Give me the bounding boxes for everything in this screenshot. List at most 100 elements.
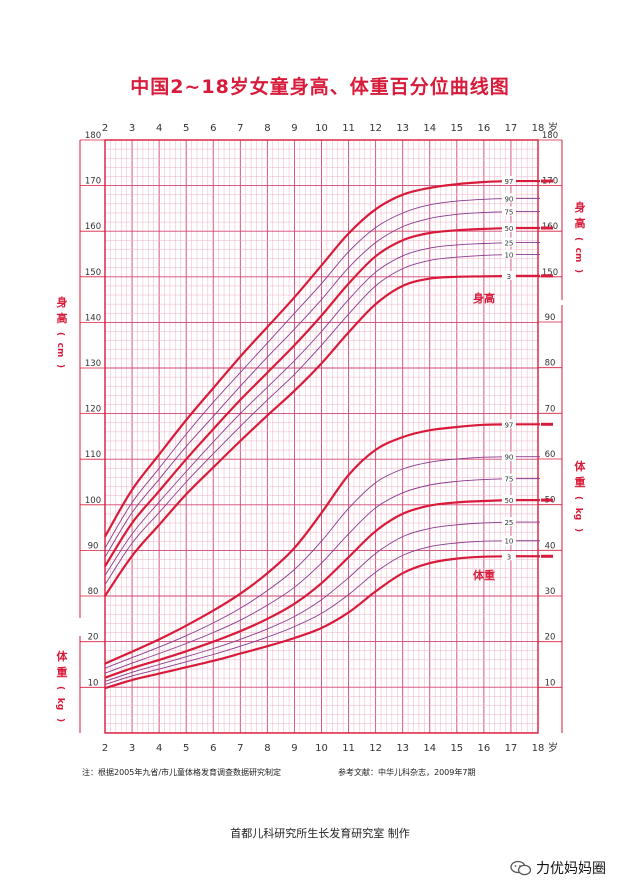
weight-tick-label-right: 70 xyxy=(545,404,556,414)
weight-tick-label-left: 20 xyxy=(88,633,99,643)
x-tick-label-top: 3 xyxy=(129,123,135,134)
weight-axis-title-right: 体 xyxy=(575,459,587,473)
x-tick-label-bottom: 3 xyxy=(129,743,135,754)
height-axis-title-right: ( xyxy=(573,237,583,241)
height-axis-title-right: ) xyxy=(573,269,583,273)
height-percentile-label-25: 25 xyxy=(504,240,513,248)
weight-curve-p97 xyxy=(104,423,511,665)
weight-label-bg-p90 xyxy=(501,451,516,461)
height-tick-label-left: 130 xyxy=(85,359,101,369)
weight-axis-title-left: ( xyxy=(55,686,65,690)
height-marker-p97 xyxy=(541,179,553,183)
weight-tick-label-right: 60 xyxy=(545,450,556,460)
x-tick-label-bottom: 10 xyxy=(315,743,328,754)
weight-curve-p75 xyxy=(104,478,511,674)
height-curve-p90 xyxy=(104,197,511,549)
height-tick-label-left: 140 xyxy=(85,313,101,323)
weight-label-bg-p50 xyxy=(501,495,516,505)
height-percentile-label-3: 3 xyxy=(507,273,511,281)
x-tick-label-top: 18 xyxy=(532,123,545,134)
weight-percentile-label-25: 25 xyxy=(504,519,513,527)
height-label-bg-p50 xyxy=(501,223,516,233)
weight-axis-title-left: ) xyxy=(55,718,65,722)
height-percentile-label-97: 97 xyxy=(504,178,513,186)
watermark-text: 力优妈妈圈 xyxy=(536,861,606,877)
height-tick-label-left: 150 xyxy=(85,268,101,278)
height-tick-label-left: 110 xyxy=(85,450,101,460)
height-curve-p50 xyxy=(104,226,511,567)
height-tick-label-left: 180 xyxy=(85,131,101,141)
credit-line: 首都儿科研究所生长发育研究室 制作 xyxy=(230,827,410,840)
height-axis-title-left: cm xyxy=(55,343,65,358)
height-tick-label-left: 120 xyxy=(85,405,101,415)
x-tick-label-top: 6 xyxy=(210,123,216,134)
x-tick-label-bottom: 16 xyxy=(478,743,491,754)
weight-tick-label-right: 10 xyxy=(545,678,556,688)
weight-curve-label: 体重 xyxy=(473,568,495,582)
weight-axis-title-right: ( xyxy=(573,496,583,500)
x-tick-label-top: 10 xyxy=(315,123,328,134)
height-percentile-label-50: 50 xyxy=(504,225,513,233)
weight-percentile-label-90: 90 xyxy=(504,454,513,462)
x-tick-label-top: 11 xyxy=(342,123,355,134)
weight-axis-title-right: 重 xyxy=(575,475,586,489)
x-tick-label-top: 9 xyxy=(291,123,297,134)
x-tick-label-bottom: 6 xyxy=(210,743,216,754)
weight-marker-p97 xyxy=(541,422,553,426)
height-label-bg-p25 xyxy=(501,237,516,247)
x-tick-label-top: 8 xyxy=(264,123,270,134)
weight-curve-p25 xyxy=(104,521,511,682)
height-label-bg-p3 xyxy=(501,270,516,280)
weight-marker-p50 xyxy=(541,498,553,502)
chart-title: 中国2~18岁女童身高、体重百分位曲线图 xyxy=(130,76,510,98)
chart-grid xyxy=(104,139,539,734)
watermark: 力优妈妈圈 xyxy=(510,858,606,878)
height-tick-label-left: 160 xyxy=(85,222,101,232)
weight-label-bg-p10 xyxy=(501,535,516,545)
weight-tick-label-right: 90 xyxy=(545,313,556,323)
weight-curve-p50 xyxy=(104,499,511,679)
height-percentile-label-90: 90 xyxy=(504,195,513,203)
height-axis-title-right: 身 xyxy=(575,200,586,214)
height-axis-title-left: ( xyxy=(55,332,65,336)
weight-label-bg-p75 xyxy=(501,473,516,483)
height-tick-label-right: 180 xyxy=(542,131,558,141)
height-label-bg-p10 xyxy=(501,249,516,259)
x-tick-label-top: 13 xyxy=(396,123,409,134)
x-tick-label-top: 7 xyxy=(237,123,243,134)
weight-axis-title-left: 重 xyxy=(57,665,68,679)
x-tick-label-bottom: 14 xyxy=(423,743,436,754)
height-label-bg-p97 xyxy=(501,176,516,186)
weight-label-bg-p3 xyxy=(501,551,516,561)
weight-percentile-label-50: 50 xyxy=(504,497,513,505)
weight-tick-label-right: 20 xyxy=(545,633,556,643)
height-marker-p50 xyxy=(541,226,553,230)
height-curve-p97 xyxy=(104,179,511,538)
height-tick-label-left: 90 xyxy=(88,541,99,551)
height-tick-label-left: 170 xyxy=(85,177,101,187)
x-tick-label-bottom: 15 xyxy=(450,743,463,754)
x-tick-label-top: 15 xyxy=(450,123,463,134)
height-tick-label-left: 100 xyxy=(85,496,101,506)
x-tick-label-top: 2 xyxy=(102,123,108,134)
height-axis-title-right: cm xyxy=(573,248,583,263)
x-tick-label-top: 12 xyxy=(369,123,382,134)
height-axis-title-right: 高 xyxy=(575,216,586,230)
weight-tick-label-right: 30 xyxy=(545,587,556,597)
height-tick-label-left: 80 xyxy=(88,587,99,597)
x-tick-label-bottom: 11 xyxy=(342,743,355,754)
x-tick-label-bottom: 2 xyxy=(102,743,108,754)
weight-axis-title-left: kg xyxy=(55,698,65,710)
x-tick-label-bottom: 18 xyxy=(532,743,545,754)
height-marker-p3 xyxy=(541,274,553,278)
x-tick-label-top: 16 xyxy=(478,123,491,134)
x-tick-label-top: 17 xyxy=(505,123,518,134)
x-tick-label-bottom: 4 xyxy=(156,743,162,754)
weight-curve-p10 xyxy=(104,540,511,686)
weight-tick-label-right: 80 xyxy=(545,359,556,369)
x-tick-label-bottom: 9 xyxy=(291,743,297,754)
height-percentile-label-10: 10 xyxy=(504,251,513,259)
x-unit-bottom: 岁 xyxy=(548,741,558,754)
x-tick-label-top: 5 xyxy=(183,123,189,134)
weight-tick-label-right: 40 xyxy=(545,541,556,551)
